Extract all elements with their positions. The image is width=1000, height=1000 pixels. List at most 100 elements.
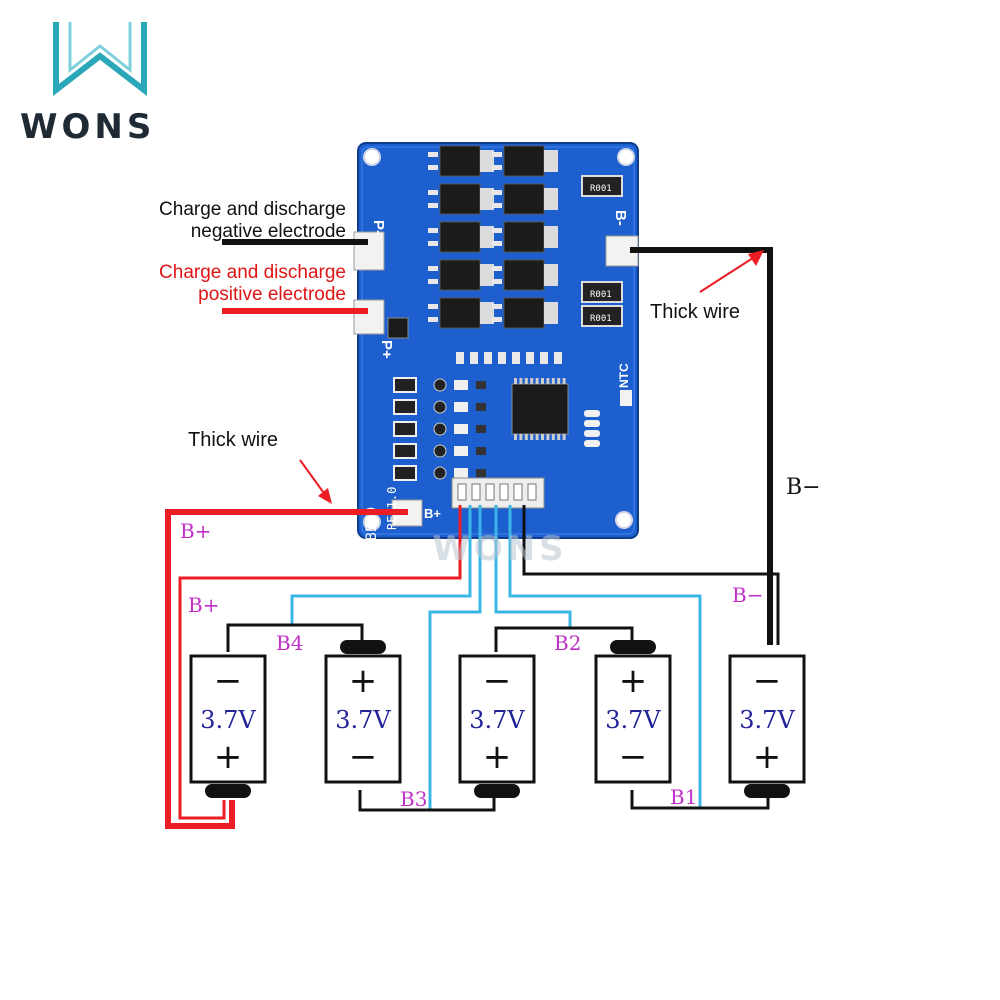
mosfet-pin: [428, 279, 438, 284]
ic-pin: [530, 378, 534, 384]
cell-top-polarity: −: [753, 661, 782, 701]
series-link-top-2: [494, 626, 634, 652]
mosfet-tab: [544, 150, 558, 172]
smd-part: [476, 469, 486, 477]
smd-resistor: [393, 399, 417, 415]
ntc-label: NTC: [617, 363, 631, 388]
label-negative-line2: negative electrode: [191, 221, 346, 242]
battery-cell: −3.7V+: [189, 654, 267, 798]
label-b-minus-vertical: B−: [786, 475, 821, 500]
battery-cell: +3.7V−: [324, 640, 402, 784]
annotation-arrows: [299, 250, 764, 504]
wires: [165, 239, 780, 829]
balance-pin: [485, 483, 495, 501]
ic-pin: [557, 434, 561, 440]
shunt-resistor: [581, 175, 623, 197]
smd-transistor: [433, 444, 447, 458]
battery-cell: +3.7V−: [594, 640, 672, 784]
blue-wire-b2: [494, 505, 572, 628]
smd-cap: [498, 352, 506, 364]
ic-pin: [546, 434, 550, 440]
mosfet-pin: [428, 228, 438, 233]
mosfet-tab: [480, 302, 494, 324]
ic-pins: [514, 378, 566, 440]
arrow-thick-wire-left: [299, 459, 327, 497]
smd-resistor: [393, 443, 417, 459]
ic-pin: [519, 378, 523, 384]
mosfet: [439, 297, 481, 329]
smd-transistor: [433, 400, 447, 414]
battery-cell: −3.7V+: [728, 654, 806, 798]
mosfet-tab: [480, 226, 494, 248]
label-positive-line1: Charge and discharge: [159, 262, 346, 283]
blue-wire-b3: [428, 505, 482, 810]
cell-voltage: 3.7V: [335, 706, 391, 734]
cell-top-polarity: −: [214, 661, 243, 701]
smd-resistor: [393, 465, 417, 481]
board-model: HXYP-5S-B530: [364, 507, 380, 608]
cell-bottom-polarity: +: [753, 737, 782, 777]
shunt-resistor: [581, 281, 623, 303]
cell-terminal-positive: [340, 640, 386, 654]
mosfet-tab: [480, 150, 494, 172]
series-link-bottom-1: [358, 790, 496, 812]
series-link-bottom-2: [630, 790, 770, 810]
mosfet-pin: [428, 165, 438, 170]
pad-label-b-minus: B-: [612, 210, 629, 226]
cell-top-polarity: +: [619, 661, 648, 701]
ic-pin: [551, 378, 555, 384]
cell-voltage: 3.7V: [469, 706, 525, 734]
cell-body: [189, 654, 267, 784]
mounting-hole: [615, 511, 633, 529]
ic-pin: [514, 378, 517, 384]
cell-terminal-positive: [610, 640, 656, 654]
cell-body: [728, 654, 806, 784]
smd-chip: [387, 317, 409, 339]
ic-pin: [562, 378, 566, 384]
series-link-top-1: [226, 623, 364, 652]
smd-part: [476, 403, 486, 411]
smd-cap: [454, 380, 468, 390]
mosfet-tab: [544, 188, 558, 210]
mosfet: [503, 221, 545, 253]
ntc-pad: [620, 390, 632, 406]
smd-cap: [470, 352, 478, 364]
arrowhead-left: [318, 488, 332, 504]
mosfet-tab: [544, 264, 558, 286]
label-negative-line1: Charge and discharge: [159, 199, 346, 220]
balance-pin: [471, 483, 481, 501]
resistor-label-mid: R001: [590, 290, 612, 300]
smd-resistor: [393, 377, 417, 393]
balance-pin: [513, 483, 523, 501]
brand-logo: WONS: [20, 22, 155, 147]
mosfet-pin: [492, 317, 502, 322]
ic-pin: [535, 378, 539, 384]
smd-part: [476, 447, 486, 455]
smd-cap: [454, 402, 468, 412]
mosfet-pin: [492, 228, 502, 233]
ic-pin: [551, 434, 555, 440]
smd-resistor: [393, 421, 417, 437]
mosfet-pin: [428, 203, 438, 208]
mosfet-pin: [492, 241, 502, 246]
balance-pin: [457, 483, 467, 501]
black-thin-wire-bminus: [522, 505, 780, 645]
cell-top-polarity: +: [349, 661, 378, 701]
label-b3: B3: [400, 787, 427, 811]
mosfet: [503, 259, 545, 291]
cell-body: [458, 654, 536, 784]
pad-p-minus: [353, 231, 385, 271]
mosfet: [503, 145, 545, 177]
battery-cells: −3.7V++3.7V−−3.7V++3.7V−−3.7V+: [189, 640, 806, 798]
mosfet-pin: [492, 279, 502, 284]
ic-pin: [524, 434, 528, 440]
black-thick-wire-bminus: [630, 247, 773, 645]
pad-label-b-plus: B+: [424, 506, 441, 521]
smd-cap: [554, 352, 562, 364]
cell-voltage: 3.7V: [605, 706, 661, 734]
smd-cap: [454, 424, 468, 434]
logo-text: WONS: [20, 107, 155, 147]
mosfet-pin: [492, 203, 502, 208]
label-b2: B2: [554, 631, 581, 655]
smd-transistor: [433, 378, 447, 392]
